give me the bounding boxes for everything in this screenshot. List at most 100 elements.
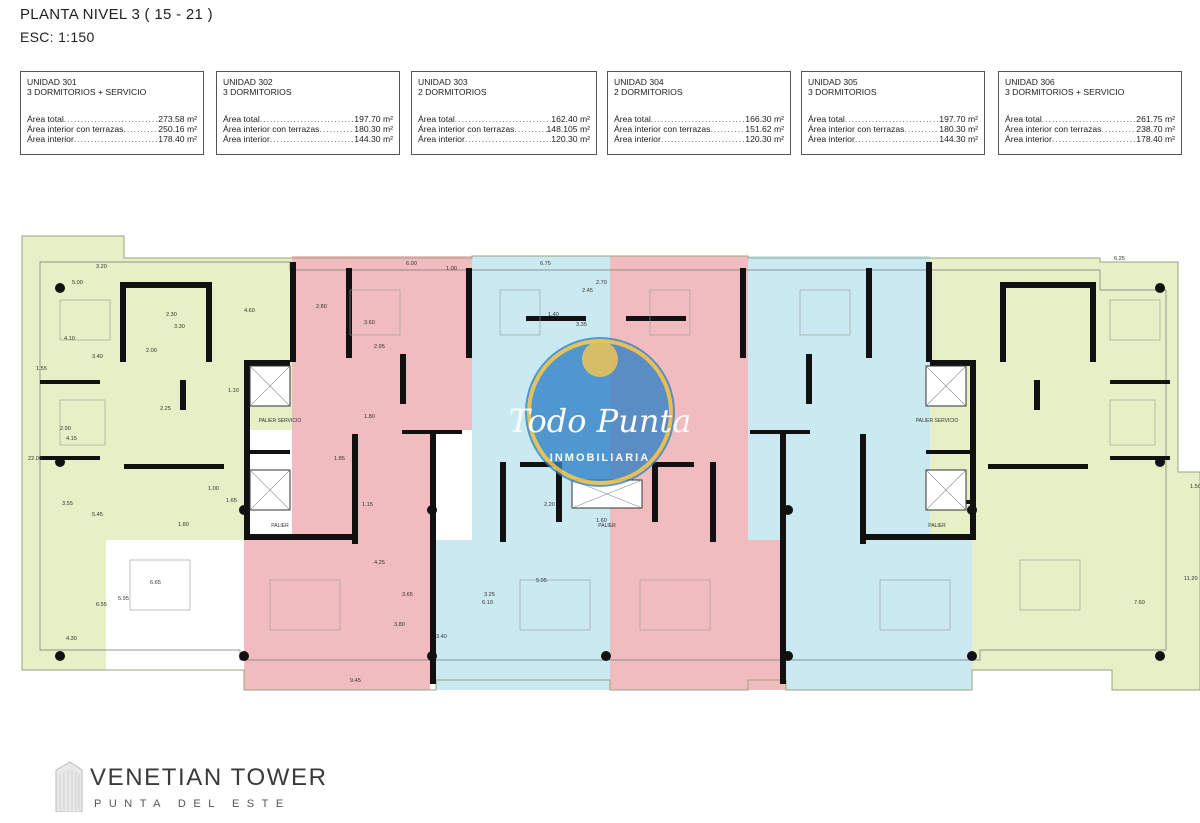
unit-summary-302: UNIDAD 302 3 DORMITORIOS Área total.....…	[216, 71, 400, 155]
structural-column	[967, 505, 977, 515]
dimension-label: 5.45	[92, 512, 103, 518]
zone-unit-306	[930, 258, 1200, 690]
dimension-label: 6.65	[150, 580, 161, 586]
wall-segment	[780, 434, 786, 684]
structural-column	[427, 505, 437, 515]
structural-column	[601, 651, 611, 661]
watermark-script: Todo Punta	[509, 402, 692, 440]
furniture	[1109, 399, 1156, 446]
wall-segment	[930, 360, 976, 366]
furniture	[269, 579, 341, 631]
core-diagonal	[249, 469, 291, 511]
dimension-label: 6.10	[482, 600, 493, 606]
dimension-label: 2.30	[166, 312, 177, 318]
dimension-label: 2.00	[146, 348, 157, 354]
area-row: Área interior...........................…	[418, 134, 590, 144]
wall-segment	[244, 450, 290, 454]
unit-type: 3 DORMITORIOS + SERVICIO	[27, 87, 147, 97]
furniture	[799, 289, 851, 336]
wall-segment	[556, 462, 562, 522]
core-diagonal	[249, 365, 291, 407]
dimension-label: 6.55	[96, 602, 107, 608]
structural-column	[967, 651, 977, 661]
wall-segment	[926, 262, 932, 362]
wall-segment	[750, 430, 810, 434]
wall-segment	[860, 534, 976, 540]
wall-segment	[206, 282, 212, 362]
wall-segment	[1110, 456, 1170, 460]
wall-segment	[526, 316, 586, 321]
dimension-label: 2.80	[316, 304, 327, 310]
wall-segment	[180, 380, 186, 410]
furniture	[349, 289, 401, 336]
unit-summary-306: UNIDAD 306 3 DORMITORIOS + SERVICIO Área…	[998, 71, 1182, 155]
furniture	[639, 579, 711, 631]
palier-label-left: PALIER	[271, 523, 289, 529]
dimension-label: 1.10	[228, 388, 239, 394]
unit-type: 3 DORMITORIOS	[808, 87, 877, 97]
dimension-label: 3.35	[576, 322, 587, 328]
dimension-labels: 3.205.001.554.103.402.303.302.001.102.25…	[28, 256, 1200, 684]
area-row: Área total..............................…	[27, 114, 197, 124]
dimension-label: 3.65	[402, 592, 413, 598]
dimension-label: 3.40	[92, 354, 103, 360]
dimension-label: 1.15	[362, 502, 373, 508]
core-diagonal	[925, 469, 967, 511]
dimension-label: 4.10	[64, 336, 75, 342]
area-row: Área total..............................…	[808, 114, 978, 124]
dimension-label: 4.30	[66, 636, 77, 642]
brand-name: VENETIAN TOWER	[90, 764, 328, 791]
dimension-label: 7.60	[1134, 600, 1145, 606]
dimension-label: 2.70	[596, 280, 607, 286]
dimension-label: 3.40	[436, 634, 447, 640]
area-row: Área total..............................…	[418, 114, 590, 124]
dimension-label: 1.85	[334, 456, 345, 462]
structural-column	[1155, 283, 1165, 293]
core-diagonal	[571, 479, 643, 509]
plan-scale: ESC: 1:150	[20, 29, 95, 45]
dimension-label: 1.80	[364, 414, 375, 420]
structural-column	[1155, 651, 1165, 661]
palier-label-right: PALIER	[928, 523, 946, 529]
sun-icon	[582, 341, 618, 377]
unit-summary-301: UNIDAD 301 3 DORMITORIOS + SERVICIO Área…	[20, 71, 204, 155]
area-row: Área interior...........................…	[808, 134, 978, 144]
structural-column	[427, 651, 437, 661]
dimension-label: 5.05	[536, 578, 547, 584]
furniture	[129, 559, 191, 611]
wall-segment	[1090, 282, 1096, 362]
structural-column	[55, 651, 65, 661]
area-row: Área interior...........................…	[614, 134, 784, 144]
dimension-label: 3.55	[62, 501, 73, 507]
dimension-label: 3.20	[96, 264, 107, 270]
dimension-label: 2.20	[544, 502, 555, 508]
wall-segment	[120, 282, 212, 288]
area-row: Área interior con terrazas..............…	[1005, 124, 1175, 134]
plan-title: PLANTA NIVEL 3 ( 15 - 21 )	[20, 6, 213, 23]
wall-segment	[710, 462, 716, 542]
wall-segment	[244, 360, 290, 366]
wall-segment	[124, 464, 224, 469]
interior-walls	[40, 262, 1170, 684]
structural-column	[783, 651, 793, 661]
wall-segment	[1000, 282, 1092, 288]
dimension-label: 3.30	[174, 324, 185, 330]
dimension-label: 2.25	[160, 406, 171, 412]
wall-segment	[988, 464, 1088, 469]
wall-segment	[740, 268, 746, 358]
brand-logo: VENETIAN TOWER PUNTA DEL ESTE	[52, 760, 326, 817]
area-row: Área interior con terrazas..............…	[223, 124, 393, 134]
wall-segment	[926, 450, 972, 454]
wall-segment	[402, 430, 462, 434]
wall-segment	[120, 282, 126, 362]
dimension-label: 4.60	[244, 308, 255, 314]
dimension-label: 1.80	[178, 522, 189, 528]
wall-segment	[866, 268, 872, 358]
unit-summary-303: UNIDAD 303 2 DORMITORIOS Área total.....…	[411, 71, 597, 155]
structural-column	[1155, 457, 1165, 467]
unit-name: UNIDAD 305	[808, 77, 858, 87]
dimension-label: 1.40	[548, 312, 559, 318]
dimension-label: 5.95	[118, 596, 129, 602]
area-row: Área interior con terrazas..............…	[614, 124, 784, 134]
area-row: Área interior...........................…	[27, 134, 197, 144]
